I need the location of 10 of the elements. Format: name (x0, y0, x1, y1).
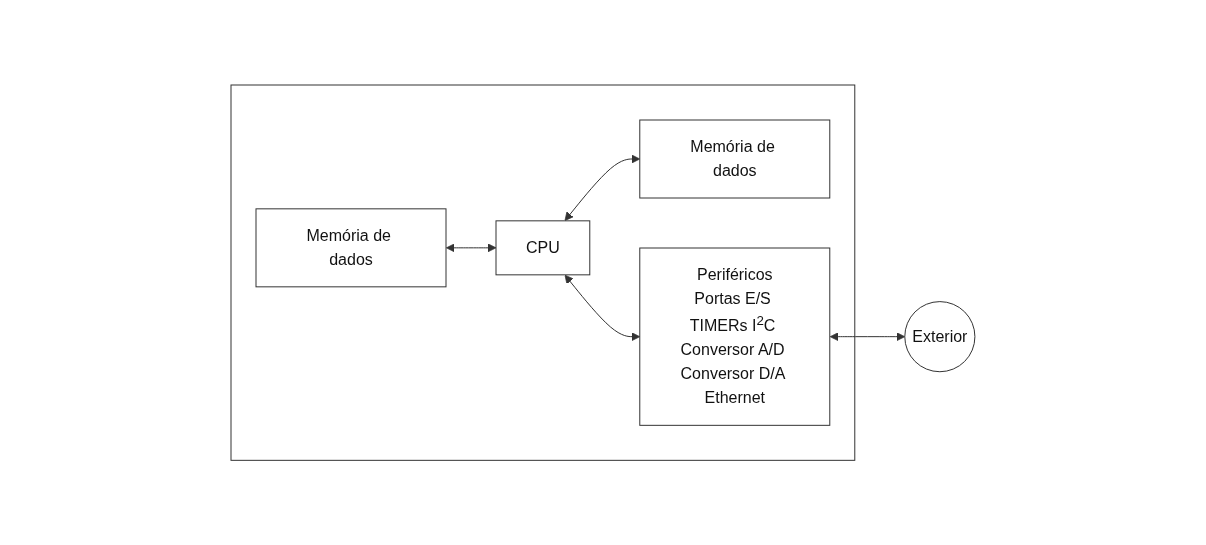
node-box: Memória de dados (639, 119, 831, 199)
arrow (564, 274, 641, 341)
arrow (564, 154, 641, 221)
node-box: CPU (495, 220, 591, 276)
arrow (829, 332, 906, 341)
node-circle: Exterior (904, 300, 976, 373)
arrow (446, 243, 497, 253)
node-box: Periféricos Portas E/S TIMERs I$^{2}$C Conversor A/D Conversor D/A Ethernet (639, 247, 831, 426)
cluster (230, 84, 856, 461)
node-box: Memória de dados (255, 208, 447, 288)
